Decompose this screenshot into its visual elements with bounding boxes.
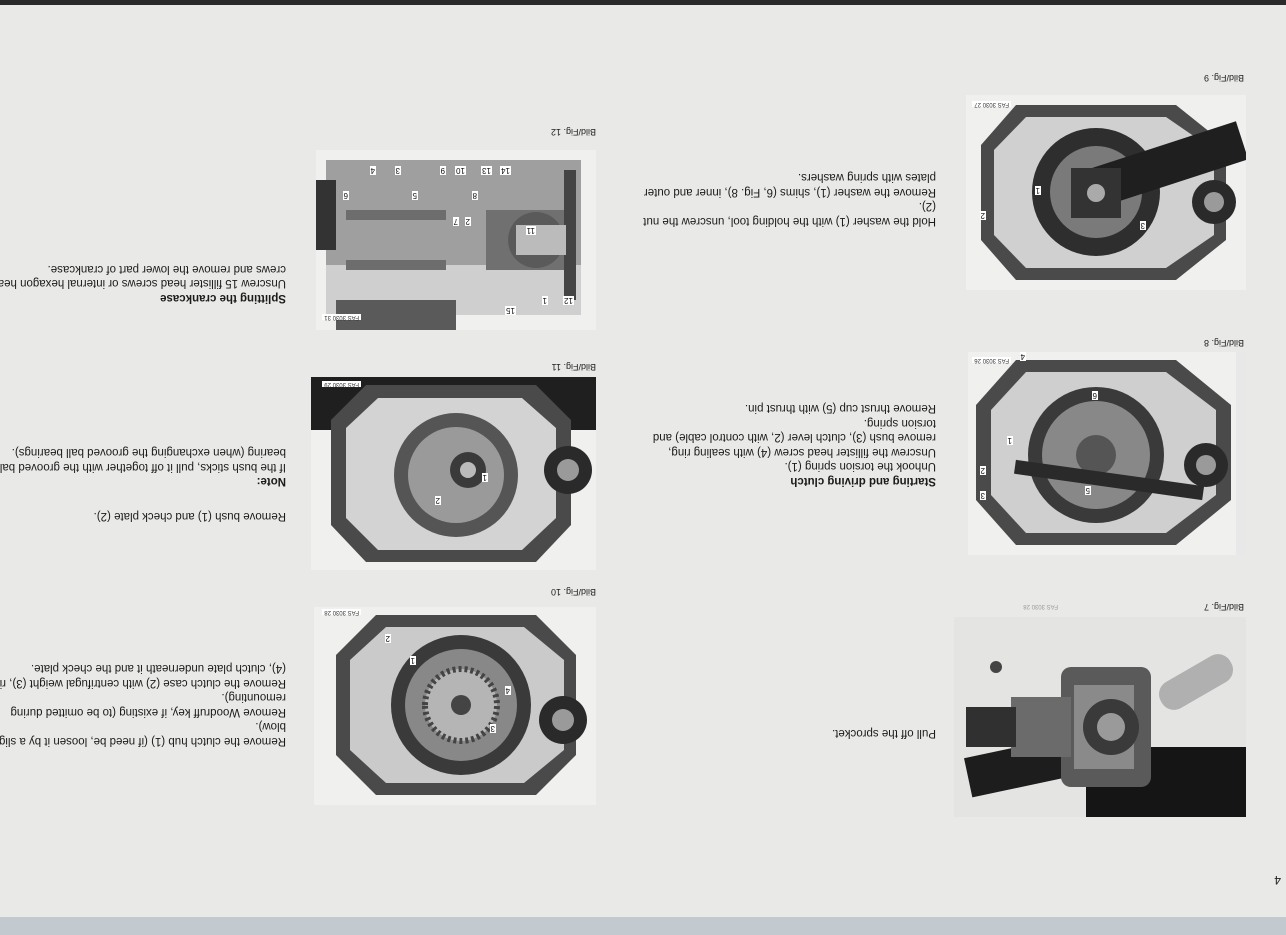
figure-12-callout-7: 7 bbox=[452, 217, 459, 226]
figure-7-code: FAS 3030 28 bbox=[1023, 603, 1058, 609]
page-bottom-edge bbox=[0, 917, 1286, 935]
figure-9-label: Bild/Fig. 9 bbox=[1203, 73, 1244, 83]
figure-11-code: FAS 3030 29 bbox=[322, 381, 361, 387]
figure-12-callout-1: 1 bbox=[541, 296, 548, 305]
figure-12-callout-3: 3 bbox=[394, 166, 401, 175]
figure-9-callout-3: 3 bbox=[1139, 221, 1146, 230]
figure-12-callout-12: 12 bbox=[563, 296, 574, 305]
figure-12-callout-8: 8 bbox=[471, 191, 478, 200]
figure-10-callout-3: 3 bbox=[489, 724, 496, 733]
figure-12-callout-13: 13 bbox=[481, 166, 492, 175]
figure-12-photo: FAS 3030 31 1 2 3 4 5 6 7 8 9 10 11 12 1… bbox=[316, 150, 596, 330]
figure-10-photo: FAS 3030 28 1 2 3 4 bbox=[314, 607, 596, 805]
figure-12-code: FAS 3030 31 bbox=[322, 314, 361, 320]
figure-11-callout-1: 1 bbox=[481, 473, 488, 482]
section-hold-washer: Hold the washer (1) with the holding too… bbox=[641, 170, 936, 228]
figure-12-label: Bild/Fig. 12 bbox=[550, 127, 596, 137]
figure-8-callout-1: 1 bbox=[1006, 436, 1013, 445]
figure-7-photo bbox=[954, 617, 1246, 817]
figure-10-code: FAS 3030 28 bbox=[322, 609, 361, 615]
figure-10-label: Bild/Fig. 10 bbox=[550, 587, 596, 597]
text-splitting: Unscrew 15 fillister head screws or inte… bbox=[0, 263, 286, 290]
section-starting-clutch: Starting and driving clutch Unhook the t… bbox=[641, 401, 936, 488]
heading-starting-driving-clutch: Starting and driving clutch bbox=[790, 475, 936, 487]
figure-12-callout-10: 10 bbox=[455, 166, 466, 175]
text-unscrew-screw: Unscrew the fillister head screw (4) wit… bbox=[652, 417, 936, 458]
figure-10-callout-2: 2 bbox=[384, 634, 391, 643]
paragraph-sprocket: Pull off the sprocket. bbox=[656, 726, 936, 741]
figure-9-photo: FAS 3030 27 1 2 3 bbox=[966, 95, 1246, 290]
figure-12-callout-6: 6 bbox=[342, 191, 349, 200]
figure-8-code: FAS 3030 26 bbox=[972, 357, 1011, 363]
figure-8-callout-5: 5 bbox=[1084, 486, 1091, 495]
text-unhook-spring: Unhook the torsion spring (1). bbox=[784, 460, 937, 473]
text-remove-case: Remove the clutch case (2) with centrifu… bbox=[0, 662, 286, 690]
text-remove-woodruff: Remove Woodruff key, if existing (to be … bbox=[10, 691, 287, 719]
figure-11-label: Bild/Fig. 11 bbox=[551, 362, 596, 372]
figure-9-code: FAS 3030 27 bbox=[972, 101, 1011, 107]
text-remove-bush: Remove bush (1) and check plate (2). bbox=[93, 510, 286, 522]
note-text: If the bush sticks, pull it off together… bbox=[0, 446, 286, 474]
text-hold-washer: Hold the washer (1) with the holding too… bbox=[643, 200, 936, 228]
page-top-edge bbox=[0, 0, 1286, 5]
figure-8-callout-6: 6 bbox=[1091, 391, 1098, 400]
figure-11-callout-2: 2 bbox=[434, 496, 441, 505]
text-pull-sprocket: Pull off the sprocket. bbox=[832, 727, 936, 739]
figure-7-label: Bild/Fig. 7 bbox=[1203, 602, 1244, 612]
figure-8-label: Bild/Fig. 8 bbox=[1203, 338, 1244, 348]
figure-8-callout-2: 2 bbox=[979, 466, 986, 475]
section-bush: Remove bush (1) and check plate (2). Not… bbox=[0, 445, 286, 523]
text-remove-hub: Remove the clutch hub (1) (if need be, l… bbox=[0, 720, 286, 748]
section-splitting-crankcase: Splitting the crankcase Unscrew 15 filli… bbox=[0, 262, 286, 306]
figure-12-callout-15: 15 bbox=[505, 306, 516, 315]
figure-12-callout-4: 4 bbox=[369, 166, 376, 175]
text-remove-washer: Remove the washer (1), shims (6, Fig. 8)… bbox=[643, 171, 936, 199]
heading-splitting-crankcase: Splitting the crankcase bbox=[160, 292, 286, 304]
figure-12-callout-5: 5 bbox=[411, 191, 418, 200]
figure-12-callout-2: 2 bbox=[464, 217, 471, 226]
figure-11-photo: FAS 3030 29 1 2 bbox=[311, 377, 596, 570]
figure-8-photo: FAS 3030 26 1 2 3 4 5 6 bbox=[968, 352, 1246, 555]
figure-12-callout-9: 9 bbox=[439, 166, 446, 175]
figure-10-callout-1: 1 bbox=[409, 656, 416, 665]
figure-8-callout-3: 3 bbox=[979, 491, 986, 500]
text-remove-thrust: Remove thrust cup (5) with thrust pin. bbox=[744, 402, 936, 415]
note-heading: Note: bbox=[256, 475, 286, 488]
figure-12-callout-14: 14 bbox=[500, 166, 511, 175]
figure-12-callout-11: 11 bbox=[525, 226, 536, 235]
section-clutch-hub: Remove the clutch hub (1) (if need be, l… bbox=[0, 661, 286, 748]
figure-10-callout-4: 4 bbox=[504, 686, 511, 695]
page-number: 4 bbox=[1274, 873, 1281, 887]
figure-9-callout-2: 2 bbox=[979, 211, 986, 220]
figure-9-callout-1: 1 bbox=[1034, 186, 1041, 195]
figure-8-callout-4: 4 bbox=[1019, 352, 1026, 361]
